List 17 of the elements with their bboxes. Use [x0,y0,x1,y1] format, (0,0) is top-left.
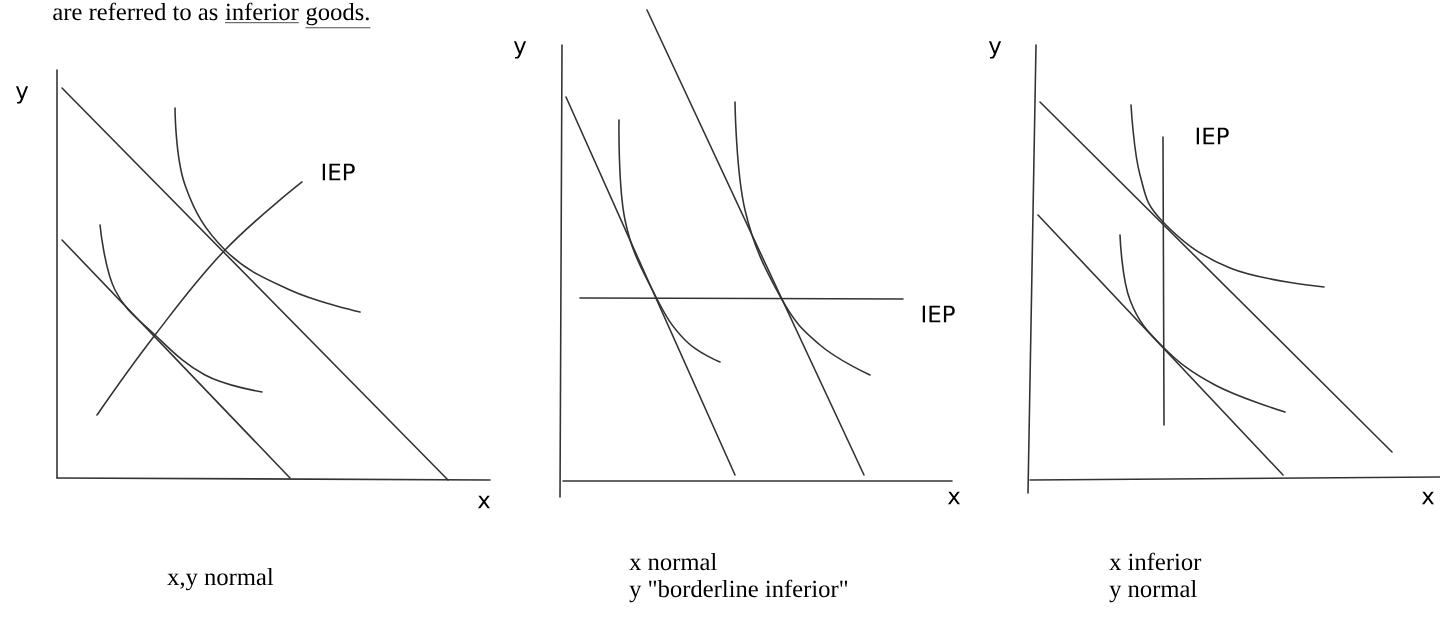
axis-label: x [1421,491,1434,505]
underlined-term: inferior [224,2,300,24]
axis-label: y [15,86,29,104]
curve-label: IEP [322,163,355,181]
underlined-term: goods. [305,2,371,29]
caption-text: y normal [1109,579,1197,603]
heading-text: are referred to as [53,2,218,21]
axis-label: y [513,41,527,59]
curve-label: IEP [922,305,955,323]
caption-text: x,y normal [167,567,274,591]
axis-label: x [477,495,490,509]
axis-label: y [988,41,1002,59]
caption-text: x inferior [1109,552,1202,571]
caption-text: x normal [629,552,717,571]
axis-label: x [947,491,960,505]
curve-label: IEP [1196,127,1229,145]
caption-text: y "borderline inferior" [629,579,848,603]
